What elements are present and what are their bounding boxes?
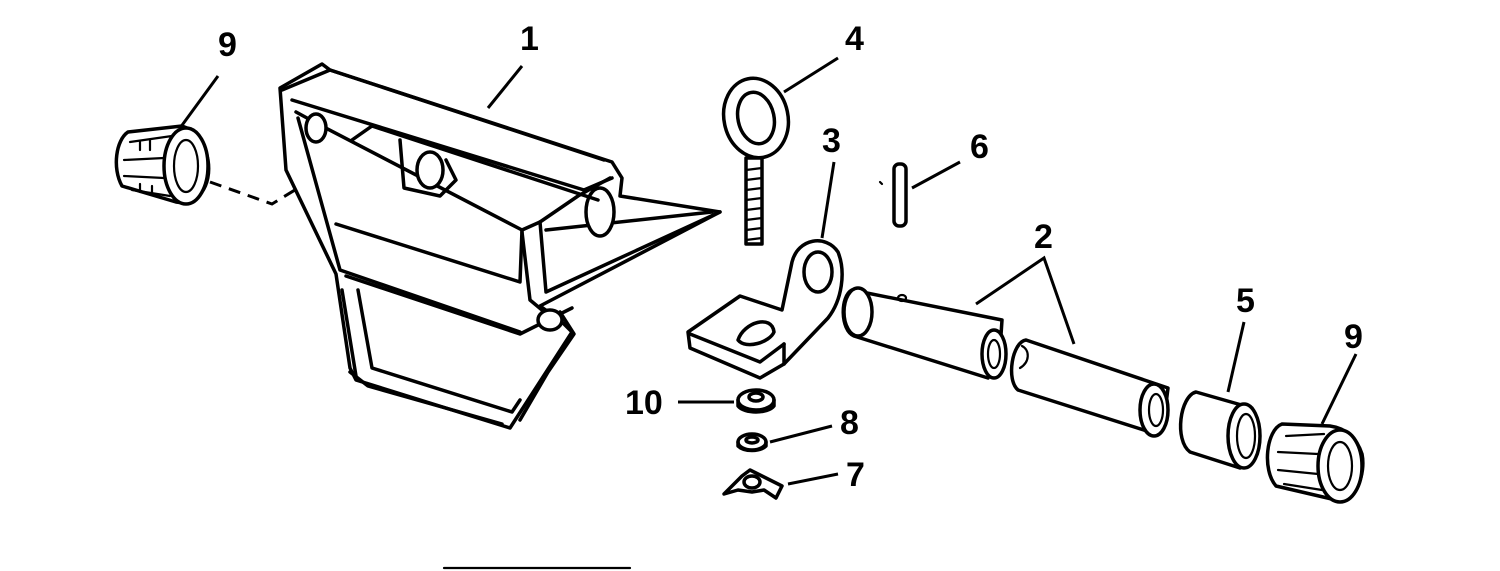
tube-upper-part	[841, 286, 1008, 380]
callout-9-right: 9	[1344, 318, 1363, 356]
knob-left-part	[114, 124, 211, 206]
pin-part	[878, 162, 908, 228]
callout-6: 6	[970, 128, 989, 166]
leader-5	[1226, 321, 1246, 393]
callout-5: 5	[1236, 282, 1255, 320]
leader-8	[769, 424, 833, 444]
leader-3	[820, 161, 836, 239]
eye-bolt-part	[721, 76, 791, 246]
callout-10: 10	[625, 384, 663, 422]
leader-2	[975, 255, 1076, 345]
callout-7: 7	[846, 456, 865, 494]
callout-2: 2	[1034, 218, 1053, 256]
bracket-part	[278, 62, 722, 430]
callout-3: 3	[822, 122, 841, 160]
callout-1: 1	[520, 20, 539, 58]
leader-7	[787, 472, 839, 486]
callout-4: 4	[845, 20, 864, 58]
leader-9-left	[178, 75, 220, 129]
knob-right-part	[1265, 422, 1365, 504]
callout-8: 8	[840, 404, 859, 442]
leader-4	[783, 56, 839, 94]
tube-lower-part	[1009, 338, 1170, 438]
wing-nut-part	[722, 468, 784, 500]
angle-bracket-part	[686, 239, 844, 380]
bushing-part	[1178, 390, 1262, 470]
callout-9-left: 9	[218, 26, 237, 64]
leader-9-right	[1320, 353, 1358, 425]
leader-1	[486, 65, 524, 109]
leader-6	[911, 160, 961, 190]
washer-8-part	[736, 432, 768, 453]
washer-10-part	[736, 388, 776, 414]
